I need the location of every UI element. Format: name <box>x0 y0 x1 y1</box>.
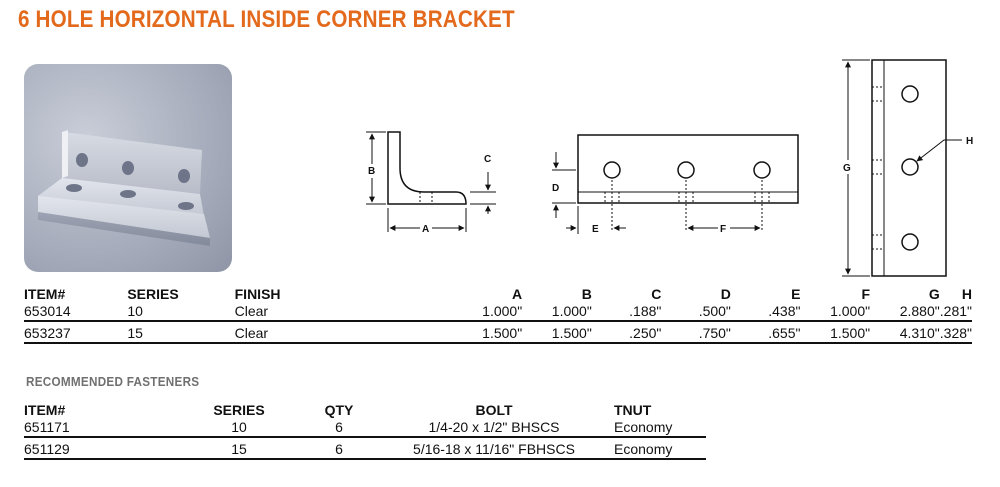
cell-c: .188" <box>591 303 662 322</box>
page-title: 6 HOLE HORIZONTAL INSIDE CORNER BRACKET <box>18 6 515 33</box>
col-header-h: H <box>961 286 972 302</box>
col-header-f: F <box>861 286 871 302</box>
cell-qty: 6 <box>304 437 374 460</box>
col-header-finish: FINISH <box>234 286 281 302</box>
col-header-qty: QTY <box>324 402 354 418</box>
col-header-c: C <box>651 286 662 302</box>
cell-series: 15 <box>174 437 304 460</box>
dim-label-a: A <box>422 224 429 235</box>
cell-qty: 6 <box>304 419 374 438</box>
col-header-e: E <box>791 286 801 302</box>
cell-d: .500" <box>661 303 731 322</box>
cell-e: .655" <box>730 321 801 344</box>
cell-a: 1.500" <box>413 321 523 344</box>
front-view-drawing <box>552 134 799 234</box>
product-photo <box>24 64 232 272</box>
fasteners-table: ITEM# SERIES QTY BOLT TNUT 651171 10 6 1… <box>24 402 706 460</box>
cell-b: 1.500" <box>522 321 592 344</box>
cell-series: 10 <box>174 419 304 438</box>
table-row: 653014 10 Clear 1.000" 1.000" .188" .500… <box>24 303 972 322</box>
cell-h: .281" <box>939 303 972 322</box>
dim-label-c: C <box>484 154 491 165</box>
cell-finish: Clear <box>234 303 414 322</box>
table-row: 651171 10 6 1/4-20 x 1/2" BHSCS Economy <box>24 419 706 438</box>
cell-tnut: Economy <box>614 419 706 438</box>
col-header-b: B <box>581 286 592 302</box>
col-header-series: SERIES <box>213 402 265 418</box>
cell-c: .250" <box>591 321 662 344</box>
cell-a: 1.000" <box>413 303 523 322</box>
col-header-item: ITEM# <box>24 402 66 418</box>
dim-label-f: F <box>720 224 726 235</box>
table-row: 653237 15 Clear 1.500" 1.500" .250" .750… <box>24 321 972 344</box>
cell-item: 651129 <box>24 437 174 460</box>
col-header-a: A <box>512 286 523 302</box>
cell-item: 653014 <box>24 303 128 322</box>
cell-g: 4.310" <box>870 321 940 344</box>
spec-header-row: ITEM# SERIES FINISH A B C D E F G H <box>24 286 972 303</box>
cell-f: 1.500" <box>800 321 871 344</box>
cell-b: 1.000" <box>522 303 592 322</box>
cell-e: .438" <box>730 303 801 322</box>
dim-label-g: G <box>843 163 851 174</box>
table-row: 651129 15 6 5/16-18 x 11/16" FBHSCS Econ… <box>24 437 706 460</box>
col-header-series: SERIES <box>127 286 179 302</box>
cell-tnut: Economy <box>614 437 706 460</box>
cell-f: 1.000" <box>800 303 871 322</box>
fasteners-heading: RECOMMENDED FASTENERS <box>26 374 200 389</box>
cell-bolt: 1/4-20 x 1/2" BHSCS <box>374 419 614 438</box>
cell-finish: Clear <box>234 321 414 344</box>
cell-g: 2.880" <box>870 303 940 322</box>
fasteners-header-row: ITEM# SERIES QTY BOLT TNUT <box>24 402 706 419</box>
col-header-d: D <box>720 286 731 302</box>
cell-item: 651171 <box>24 419 174 438</box>
cell-d: .750" <box>661 321 731 344</box>
cell-series: 15 <box>127 321 235 344</box>
dim-label-b: B <box>368 166 375 177</box>
top-view-drawing <box>842 59 962 277</box>
cell-item: 653237 <box>24 321 128 344</box>
cell-h: .328" <box>939 321 972 344</box>
spec-table: ITEM# SERIES FINISH A B C D E F G H 6530… <box>24 286 972 344</box>
cell-bolt: 5/16-18 x 11/16" FBHSCS <box>374 437 614 460</box>
col-header-g: G <box>928 286 940 302</box>
side-profile-drawing <box>366 131 496 232</box>
cell-series: 10 <box>127 303 235 322</box>
dim-label-e: E <box>592 224 599 235</box>
col-header-tnut: TNUT <box>614 402 652 418</box>
col-header-item: ITEM# <box>24 286 66 302</box>
dim-label-h: H <box>966 136 973 147</box>
col-header-bolt: BOLT <box>475 402 513 418</box>
dim-label-d: D <box>552 183 559 194</box>
